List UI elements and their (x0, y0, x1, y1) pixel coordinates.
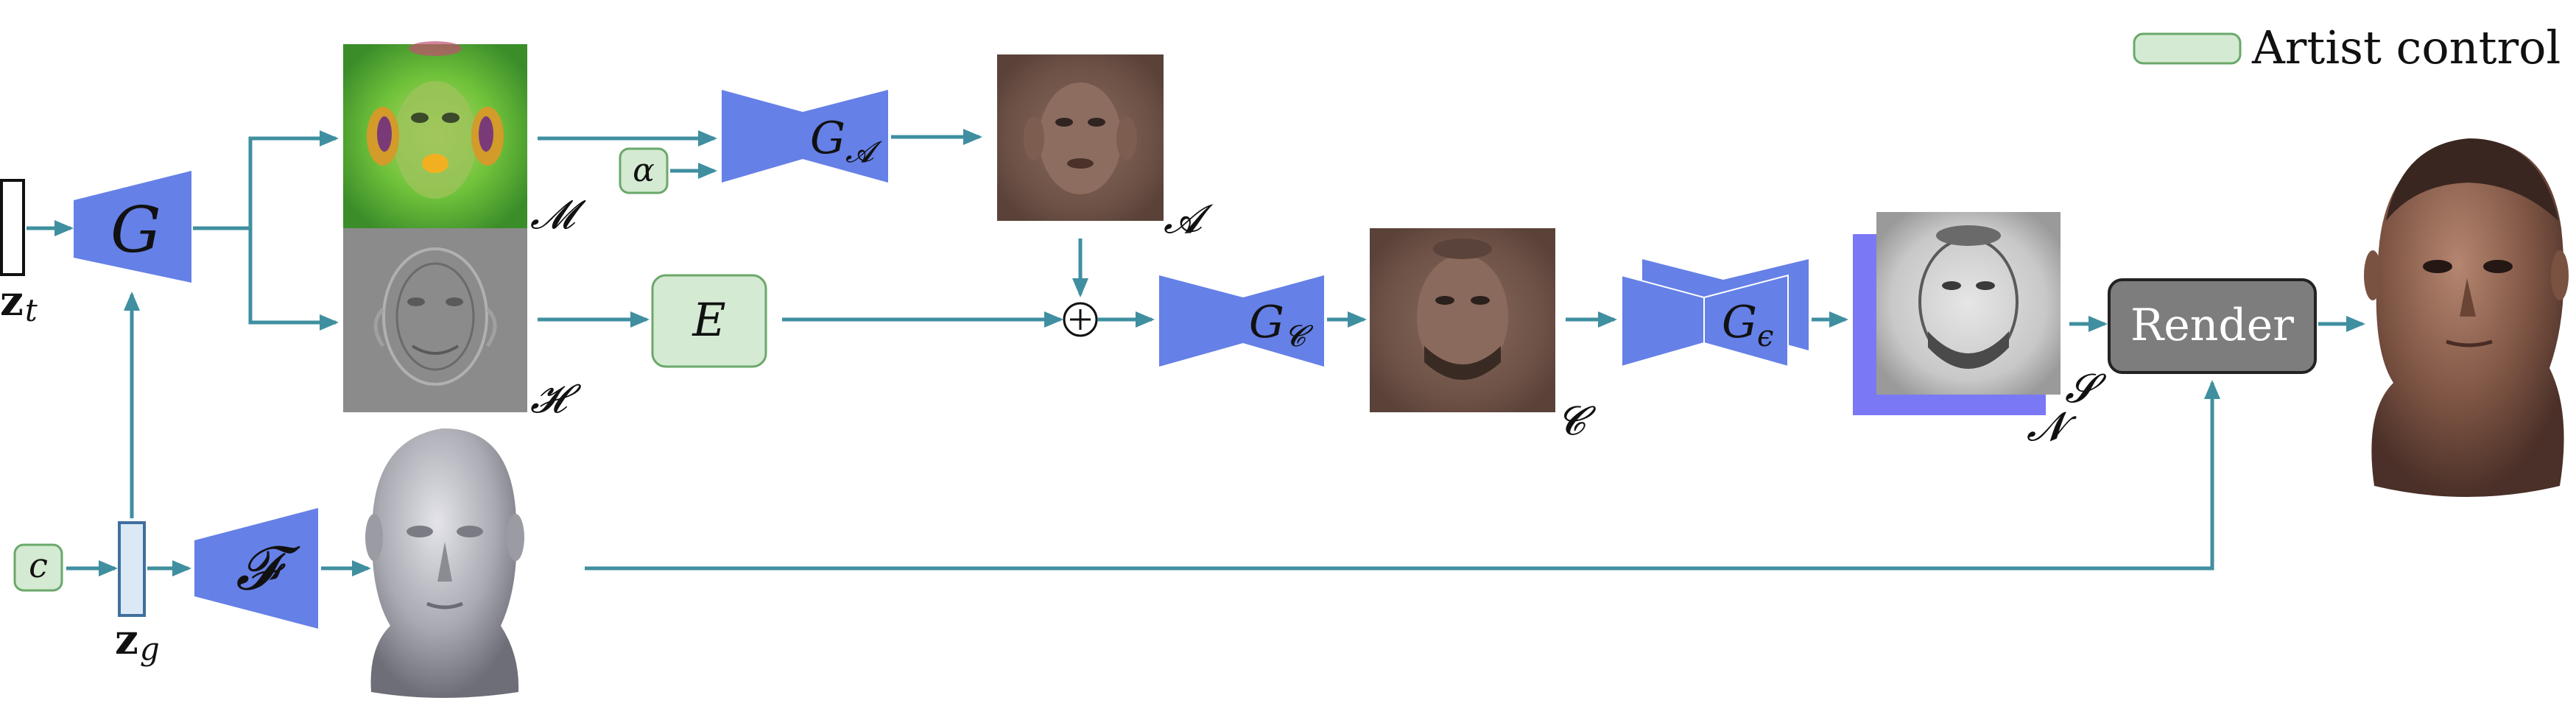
generator-GA (722, 90, 803, 183)
z-g-label: zg (115, 615, 160, 667)
generator-G-label: G (110, 194, 161, 267)
generator-GC-right (1243, 275, 1324, 367)
z-t-label: zt (0, 277, 38, 328)
z-g-latent-vector (118, 521, 146, 617)
generator-F (194, 508, 318, 629)
head-mesh-icon (365, 428, 524, 698)
render-label: Render (2130, 300, 2294, 351)
generator-Geps (1621, 259, 1809, 368)
arrow-G-branch-down (248, 228, 339, 331)
label-M: 𝓜 (530, 191, 586, 238)
z-t-latent-vector (0, 179, 25, 276)
texture-map-A (997, 54, 1164, 221)
alpha-label: α (633, 152, 655, 189)
legend-artist-swatch (2133, 32, 2242, 65)
label-H: 𝓗 (530, 375, 582, 422)
artist-control-c[interactable] (13, 543, 63, 592)
generator-G (74, 171, 191, 283)
encoder-E-label: E (691, 293, 725, 347)
legend-artist-label: Artist control (2251, 21, 2561, 74)
texture-map-S (1876, 212, 2061, 395)
arrow-mesh-to-Render (585, 380, 2220, 571)
plus-circle-icon (1063, 302, 1098, 337)
artist-control-alpha[interactable] (619, 147, 669, 194)
label-A: 𝓐 (1164, 196, 1214, 242)
generator-GC (1159, 275, 1243, 367)
rendered-head-icon (2364, 138, 2569, 497)
encoder-E[interactable] (651, 274, 767, 368)
c-label: c (29, 546, 48, 585)
label-C: 𝓒 (1557, 398, 1597, 444)
label-S: 𝓢 (2065, 365, 2107, 412)
generator-GA-right (803, 90, 888, 183)
texture-map-C (1370, 228, 1555, 412)
arrow-G-branch-up (193, 130, 339, 230)
texture-map-H (343, 228, 527, 412)
texture-map-M (343, 41, 527, 228)
render-box (2108, 278, 2317, 374)
generator-Geps-label: Gϵ (1722, 297, 1773, 353)
